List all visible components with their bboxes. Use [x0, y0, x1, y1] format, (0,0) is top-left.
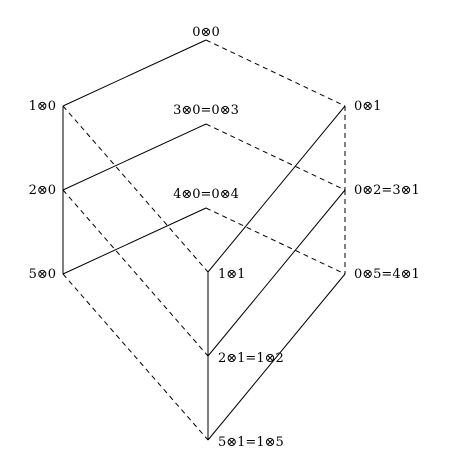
node-label-n51: 5⊗1=1⊗5: [218, 435, 284, 450]
node-label-n10: 1⊗0: [29, 99, 56, 114]
edge-n50-n51: [62, 273, 209, 441]
node-labels: 0⊗0 1⊗0 0⊗1 3⊗0=0⊗3 2⊗0 0⊗2=3⊗1 4⊗0=0⊗4 5⊗0 0⊗5=…: [29, 25, 420, 450]
edge-n00-n01: [205, 39, 346, 107]
node-label-n00: 0⊗0: [192, 25, 219, 40]
edge-n50-n40: [62, 207, 207, 275]
edge-n02-n21: [207, 189, 346, 357]
edge-n40-n05: [205, 207, 346, 275]
edge-n05-n51: [207, 273, 346, 441]
node-label-n01: 0⊗1: [354, 99, 381, 114]
edges: [62, 39, 346, 441]
edge-n10-n11: [62, 105, 209, 273]
edge-n30-n02: [205, 123, 346, 191]
node-label-n20: 2⊗0: [29, 183, 56, 198]
edge-n01-n11: [207, 105, 346, 273]
node-label-n21: 2⊗1=1⊗2: [218, 351, 284, 366]
edge-n20-n21: [62, 189, 209, 357]
node-label-n11: 1⊗1: [218, 267, 245, 282]
node-label-n40: 4⊗0=0⊗4: [173, 187, 239, 202]
node-label-n30: 3⊗0=0⊗3: [173, 103, 239, 118]
node-label-n05: 0⊗5=4⊗1: [354, 267, 420, 282]
node-label-n50: 5⊗0: [29, 267, 56, 282]
node-label-n02: 0⊗2=3⊗1: [354, 183, 420, 198]
edge-n20-n30: [62, 123, 207, 191]
edge-n00-n10: [62, 39, 207, 107]
